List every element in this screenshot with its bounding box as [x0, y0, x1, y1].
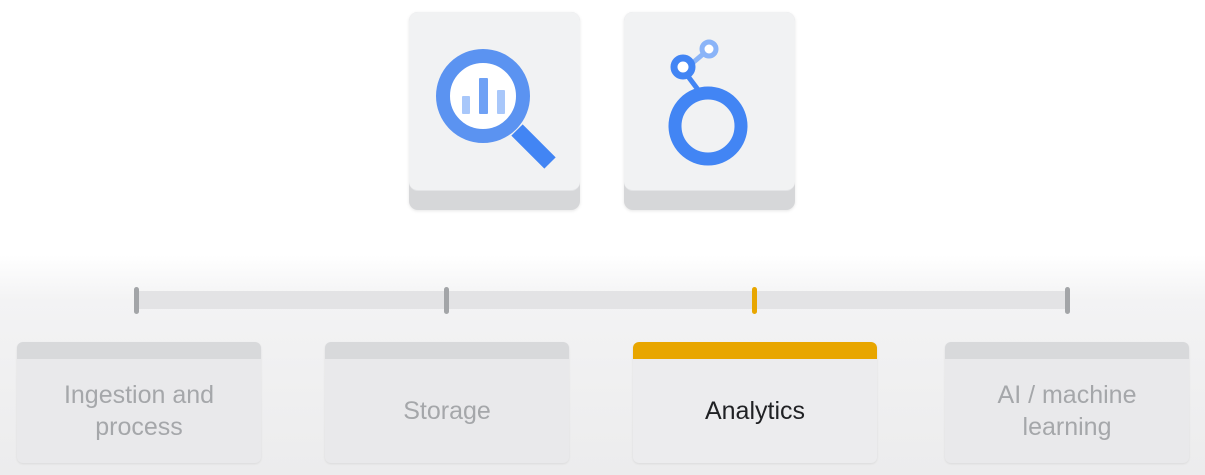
stage-card-ingestion: Ingestion and process — [17, 342, 261, 463]
stage-label-line: Analytics — [704, 397, 806, 425]
stage-card-header — [633, 342, 877, 359]
looker-icon — [668, 39, 748, 166]
pipeline-timeline-track — [136, 291, 1068, 309]
stage-label-line: learning — [1022, 413, 1112, 441]
bigquery-icon — [436, 49, 556, 169]
stage-card-label: Ingestion and process — [17, 359, 261, 463]
timeline-marker-ai-ml — [1065, 287, 1070, 314]
stage-label-line: Storage — [403, 397, 491, 425]
stage-card-label: Storage — [325, 359, 569, 463]
timeline-marker-analytics — [752, 287, 757, 314]
stage-card-header — [17, 342, 261, 359]
stage-label-line: AI / machine — [997, 381, 1137, 409]
bigquery-tile-face — [409, 12, 580, 191]
stage-card-storage: Storage — [325, 342, 569, 463]
stage-card-header — [325, 342, 569, 359]
bigquery-tile — [409, 12, 580, 210]
stage-card-ai-ml: AI / machine learning — [945, 342, 1189, 463]
timeline-marker-ingestion — [134, 287, 139, 314]
stage-label-line: Ingestion and — [63, 381, 215, 409]
stage-card-label: Analytics — [633, 359, 877, 463]
timeline-marker-storage — [444, 287, 449, 314]
stage-card-label: AI / machine learning — [945, 359, 1189, 463]
stage-label-line: process — [95, 413, 183, 441]
looker-tile — [624, 12, 795, 210]
looker-tile-face — [624, 12, 795, 191]
stage-card-analytics: Analytics — [633, 342, 877, 463]
stage-card-header — [945, 342, 1189, 359]
